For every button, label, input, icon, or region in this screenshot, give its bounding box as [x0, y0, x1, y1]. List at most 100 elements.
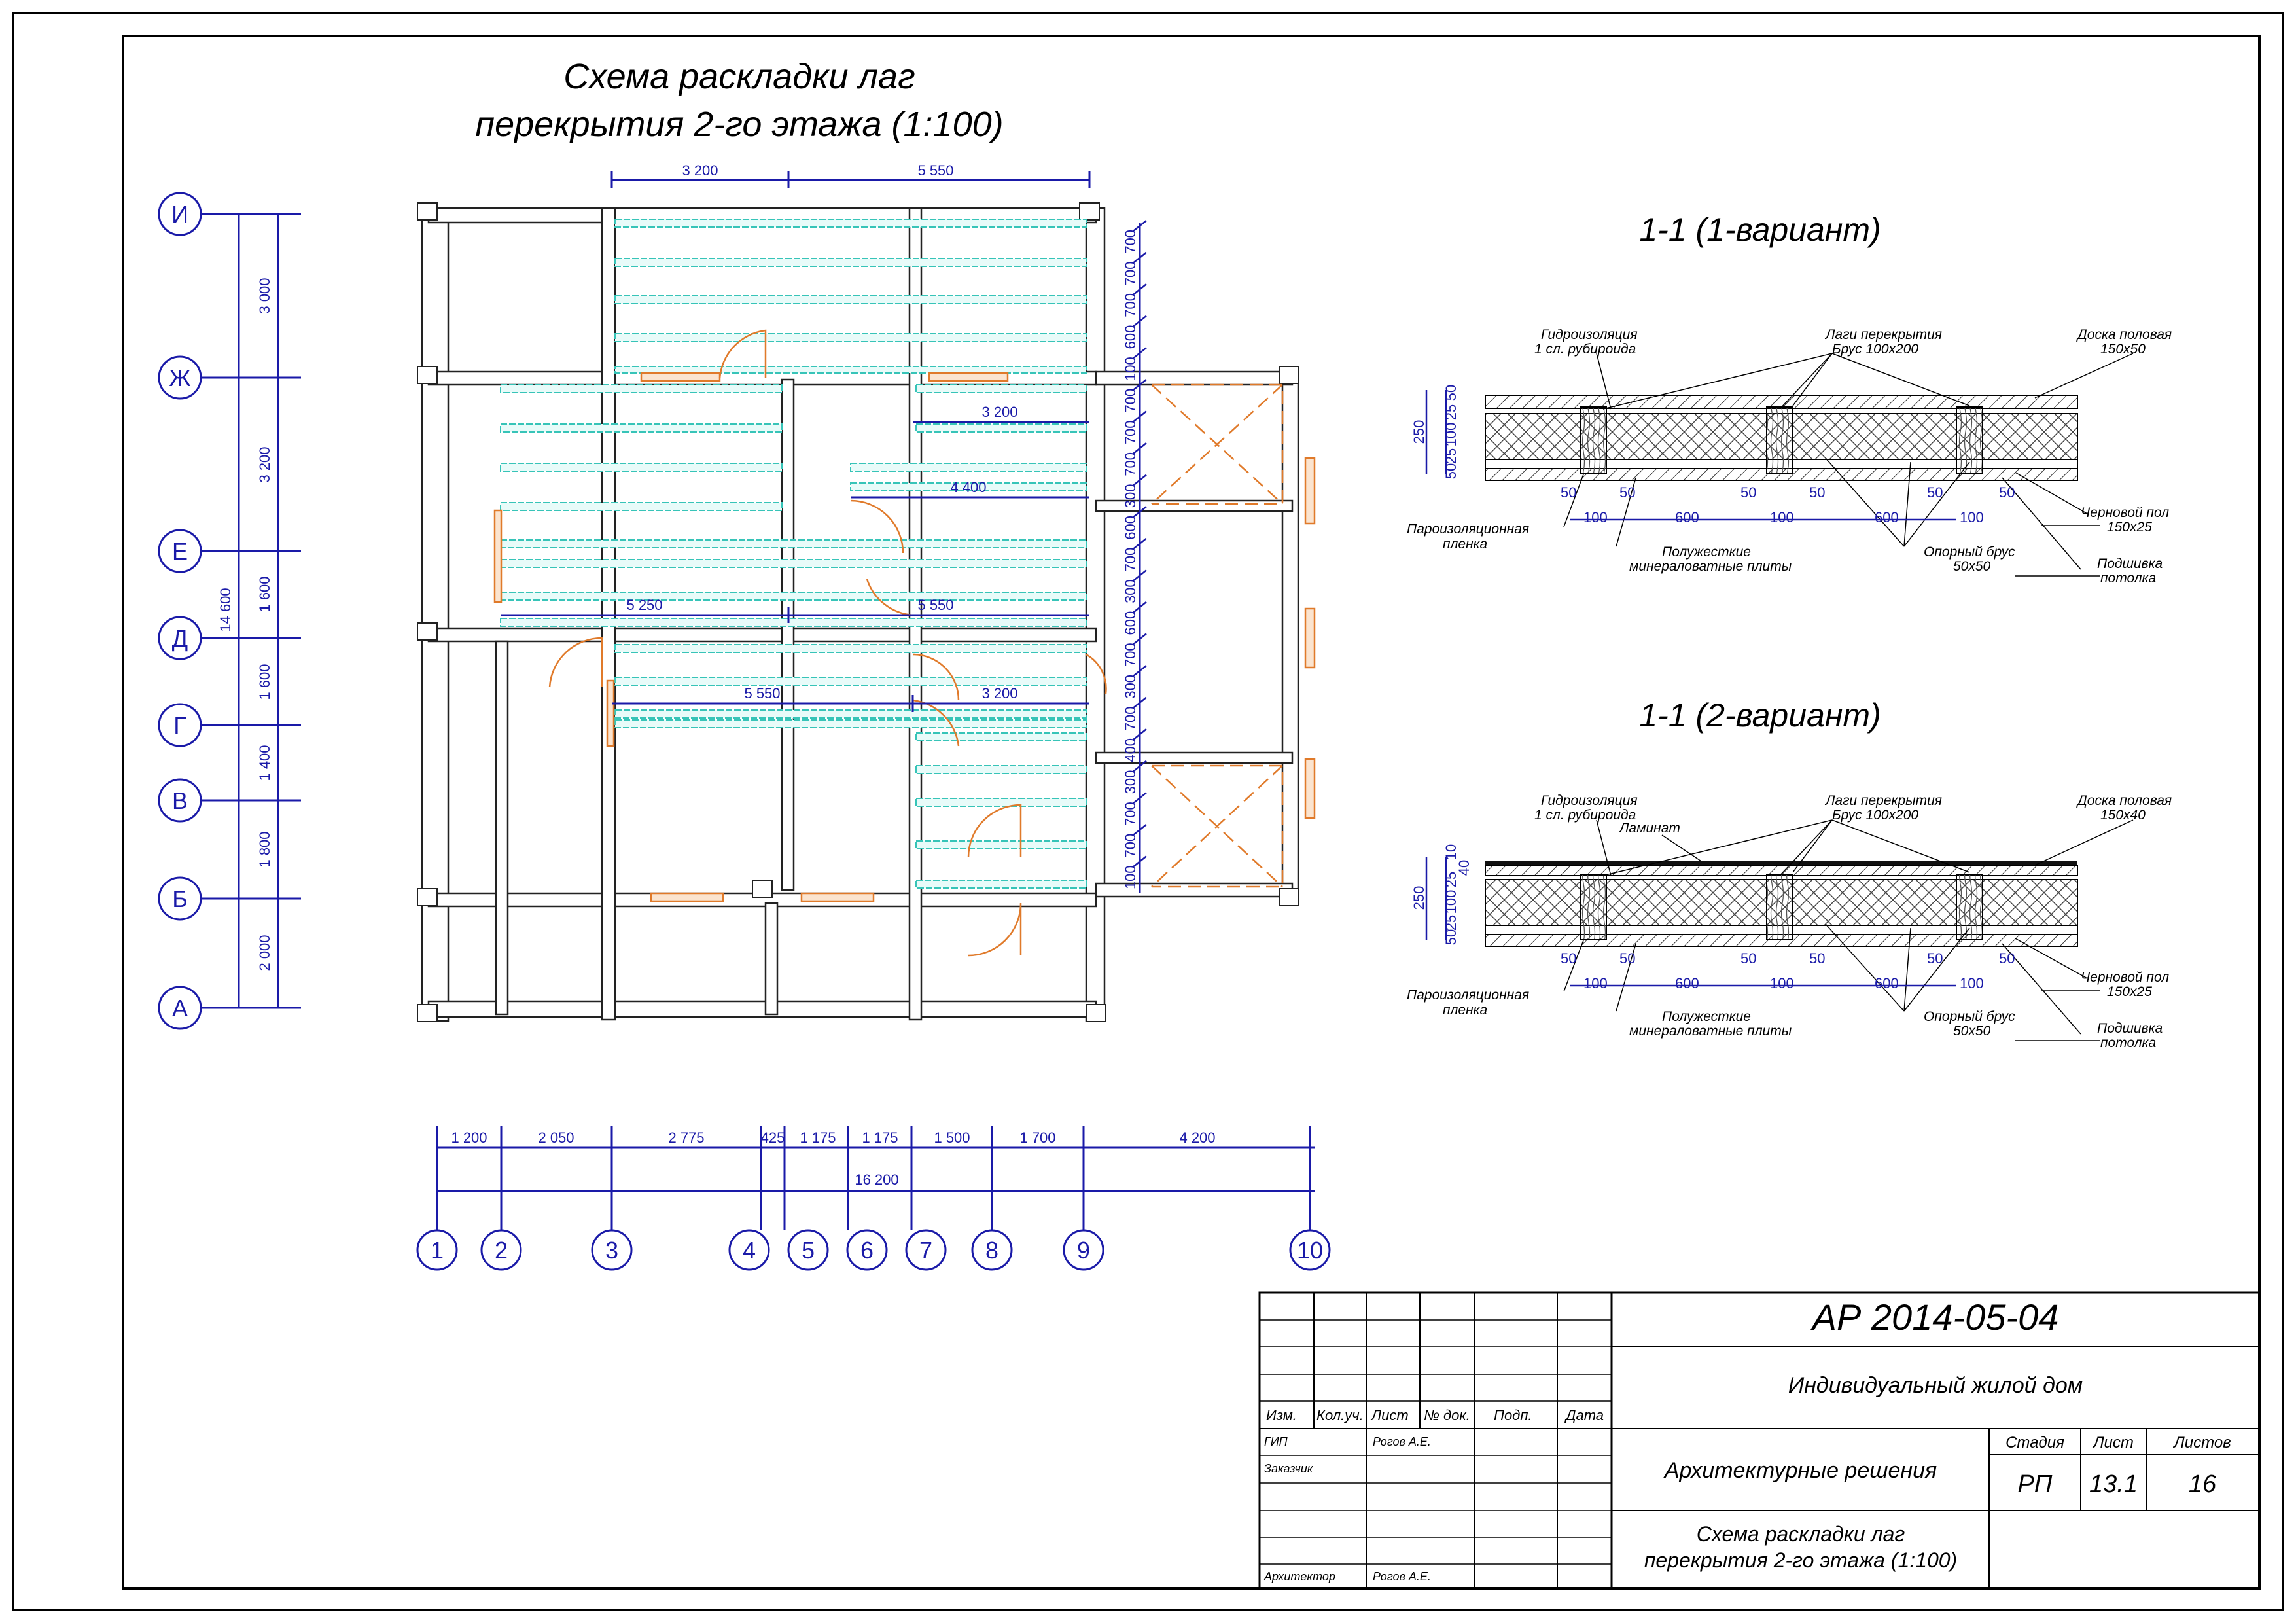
right-chain-tick: [1133, 823, 1147, 836]
column-dimension-texts: 1 200 2 050 2 775 425 1 175 1 175 1 500 …: [451, 1130, 1215, 1188]
dim-mid-b: 5 550: [917, 597, 953, 613]
right-chain-dim: 600: [1122, 611, 1139, 635]
sec2-vdim-1: 50: [1443, 929, 1459, 945]
log-ends: [417, 202, 1299, 1022]
axis-label-Zh: Ж: [169, 365, 190, 391]
sec2-label-joists2: Брус 100х200: [1832, 808, 1918, 823]
row-dim-7: 2 000: [256, 935, 273, 971]
sec1-label-joists: Лаги перекрытия: [1824, 327, 1942, 342]
sec2-vdim-total: 250: [1411, 886, 1427, 910]
right-chain-tick: [1133, 792, 1147, 804]
axis-label-10: 10: [1297, 1237, 1323, 1264]
sec1-hdim-4: 50: [1809, 484, 1825, 501]
sec1-hdim-3: 50: [1740, 484, 1756, 501]
axis-label-B: Б: [172, 885, 188, 912]
stamp-col-doc: № док.: [1424, 1407, 1470, 1423]
row-dim-2: 3 200: [256, 446, 273, 482]
axis-label-4: 4: [743, 1237, 756, 1264]
stamp-col-sign: Подп.: [1494, 1407, 1532, 1423]
axis-marker-B: [158, 876, 202, 921]
axis-label-5: 5: [802, 1237, 815, 1264]
title-block: [1258, 1291, 2261, 1590]
sec2-hdim-3: 50: [1740, 950, 1756, 967]
sec2-label-waterproof: Гидроизоляция: [1541, 793, 1638, 808]
sec1-hdim-7: 100: [1583, 509, 1608, 526]
dim-top-a: 3 200: [682, 162, 718, 179]
sec1-label-support: Опорный брус: [1924, 544, 2015, 560]
stamp-col-list: Лист: [1370, 1407, 1409, 1423]
stamp-sheets: 16: [2189, 1471, 2217, 1498]
row-dim-total: 14 600: [217, 588, 234, 632]
sec1-hdim-6: 50: [1999, 484, 2015, 501]
sec1-label-board: Доска половая: [2076, 327, 2172, 342]
right-chain-dimensions: 7007007006001007007007003006007003006007…: [1122, 220, 1147, 889]
sec2-hdim-11: 100: [1960, 975, 1984, 991]
dim-low-b: 3 200: [981, 685, 1017, 702]
stamp-gip: ГИП: [1264, 1435, 1288, 1448]
sec2-hdim-10: 600: [1875, 975, 1899, 991]
sec2-label-board: Доска половая: [2076, 793, 2172, 808]
row-dimension-texts: 3 000 3 200 1 600 1 600 1 400 1 800 2 00…: [217, 277, 273, 971]
stamp-architect-name: Рогов А.Е.: [1373, 1570, 1431, 1583]
right-chain-tick: [1133, 537, 1147, 550]
right-chain-dim: 700: [1122, 293, 1139, 317]
axis-label-V: В: [172, 787, 188, 814]
axis-label-E: Е: [172, 538, 188, 565]
row-dim-5: 1 400: [256, 745, 273, 781]
axis-marker-5: [787, 1229, 829, 1271]
axis-marker-Zh: [158, 355, 202, 400]
right-chain-tick: [1133, 506, 1147, 518]
axis-label-9: 9: [1077, 1237, 1090, 1264]
stamp-architect: Архитектор: [1263, 1570, 1335, 1583]
sec2-label-wool2: минераловатные плиты: [1629, 1024, 1792, 1039]
stamp-sheet-title-2: перекрытия 2-го этажа (1:100): [1644, 1548, 1957, 1572]
sec2-label-board2: 150х40: [2100, 808, 2146, 823]
stamp-sheet-label: Лист: [2092, 1434, 2134, 1452]
axis-marker-D: [158, 616, 202, 660]
sec1-hdim-8: 600: [1675, 509, 1699, 526]
right-chain-tick: [1133, 569, 1147, 582]
section2-title: 1-1 (2-вариант): [1639, 697, 1881, 734]
right-chain-tick: [1133, 601, 1147, 613]
stamp-col-izm: Изм.: [1266, 1407, 1297, 1423]
sec2-vdim-6: 10: [1443, 844, 1459, 860]
stamp-sheet: 13.1: [2089, 1471, 2138, 1498]
axis-marker-V: [158, 778, 202, 823]
stamp-sheet-title-1: Схема раскладки лаг: [1697, 1522, 1905, 1546]
axis-marker-E: [158, 529, 202, 573]
sec1-vdim-1: 50: [1443, 463, 1459, 479]
col-dim-1: 1 200: [451, 1130, 487, 1146]
sec1-label-vapor2: пленка: [1443, 537, 1487, 552]
right-chain-tick: [1133, 442, 1147, 454]
dim-room-2: 4 400: [950, 479, 986, 495]
axis-marker-4: [728, 1229, 770, 1271]
sec1-vdim-2: 25: [1443, 448, 1459, 464]
row-axis-markers: И Ж Е Д Г В Б А: [158, 192, 202, 1030]
sec1-label-board2: 150х50: [2100, 342, 2146, 357]
axis-label-D: Д: [172, 625, 188, 652]
col-dim-7: 1 500: [934, 1130, 970, 1146]
sec2-vdim-4: 25: [1443, 872, 1459, 887]
axis-label-A: А: [172, 995, 188, 1022]
col-dim-9: 4 200: [1179, 1130, 1215, 1146]
sec1-vdim-5: 50: [1443, 385, 1459, 401]
row-dim-3: 1 600: [256, 576, 273, 612]
stamp-code: АР 2014-05-04: [1810, 1296, 2059, 1338]
sec1-hdim-2: 50: [1619, 484, 1635, 501]
sec1-label-ceiling2: потолка: [2100, 571, 2156, 586]
axis-label-8: 8: [985, 1237, 998, 1264]
right-chain-tick: [1133, 315, 1147, 327]
stamp-sheets-label: Листов: [2172, 1434, 2231, 1452]
axis-marker-G: [158, 703, 202, 747]
right-chain-dim: 700: [1122, 420, 1139, 444]
right-chain-tick: [1133, 633, 1147, 645]
right-chain-dim: 700: [1122, 230, 1139, 254]
row-dim-1: 3 000: [256, 277, 273, 313]
right-chain-dim: 700: [1122, 262, 1139, 286]
right-chain-dim: 100: [1122, 865, 1139, 889]
drawing-title-line1: Схема раскладки лаг: [563, 57, 915, 96]
right-chain-dim: 700: [1122, 389, 1139, 413]
right-chain-tick: [1133, 220, 1147, 232]
sec1-hdim-10: 600: [1875, 509, 1899, 526]
